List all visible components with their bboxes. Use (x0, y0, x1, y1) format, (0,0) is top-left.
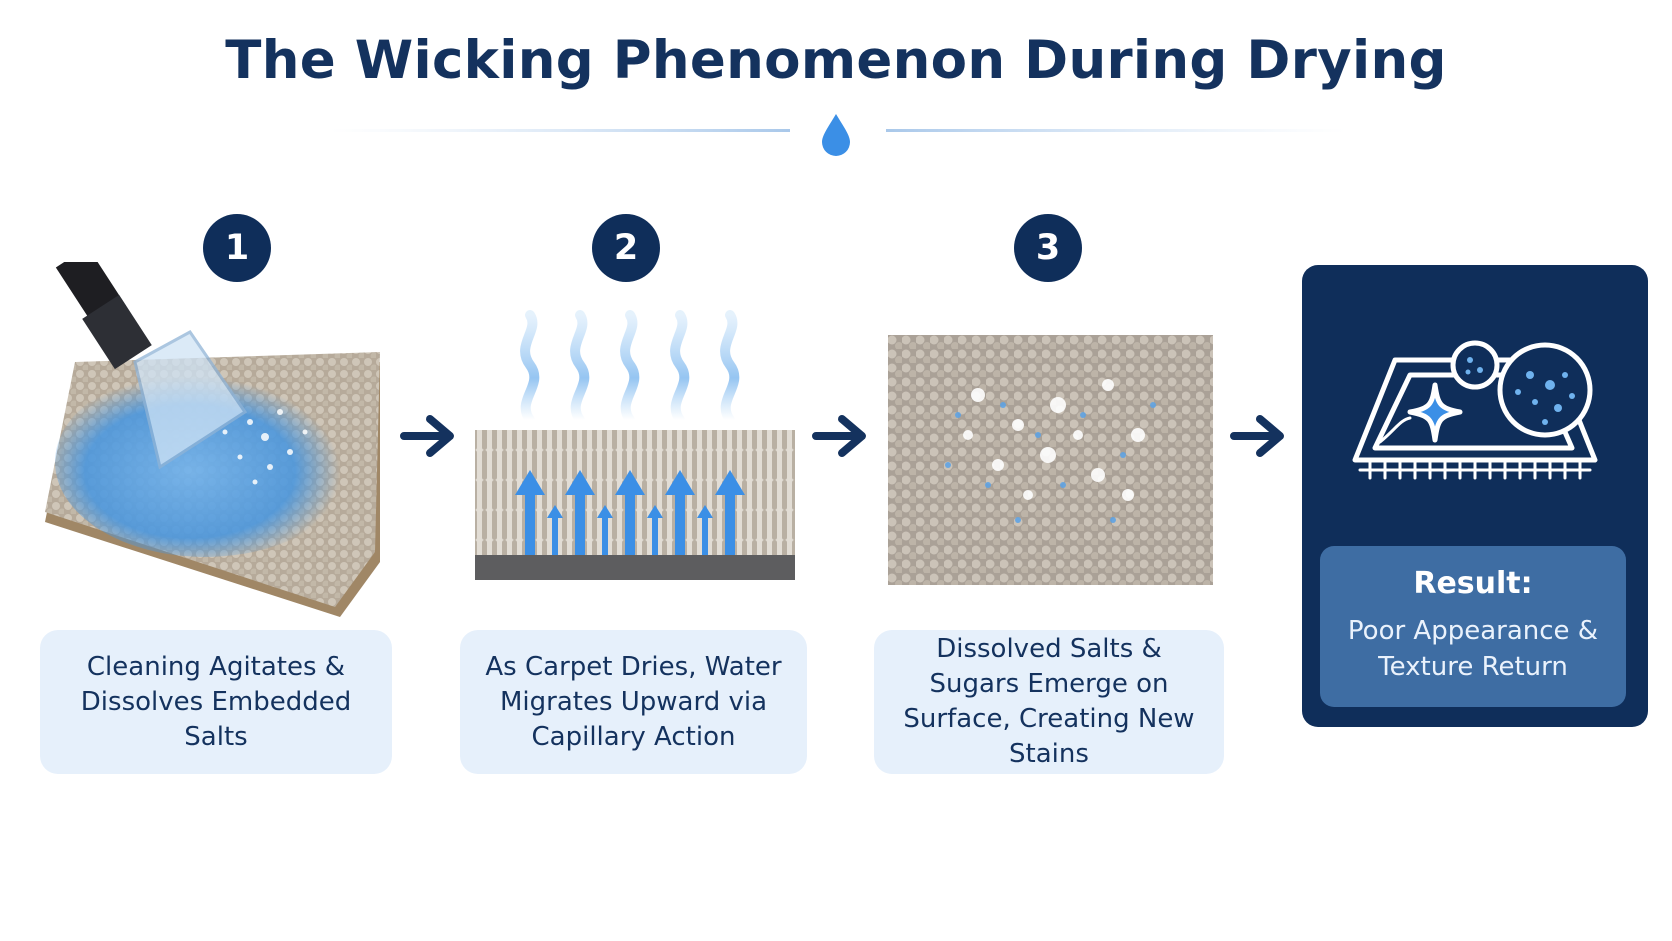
carpet-surface-residue-icon (888, 335, 1213, 585)
title-divider (330, 114, 1346, 156)
result-label: Result: (1413, 566, 1533, 601)
step-2-number: 2 (592, 214, 660, 282)
step-3-caption: Dissolved Salts & Sugars Emerge on Surfa… (874, 630, 1224, 774)
page-title: The Wicking Phenomenon During Drying (225, 30, 1447, 91)
arrow-right-icon (812, 415, 866, 457)
rug-sparkle-magnifier-icon (1352, 340, 1598, 480)
step-1-number: 1 (203, 214, 271, 282)
carpet-cross-section-wicking-icon (475, 310, 795, 580)
result-box: Result: Poor Appearance & Texture Return (1320, 546, 1626, 707)
carpet-extractor-wand-icon (45, 262, 380, 617)
step-1-caption: Cleaning Agitates & Dissolves Embedded S… (40, 630, 392, 774)
step-2-caption: As Carpet Dries, Water Migrates Upward v… (460, 630, 807, 774)
arrow-right-icon (1230, 415, 1284, 457)
result-text: Poor Appearance & Texture Return (1347, 616, 1599, 682)
step-3-number: 3 (1014, 214, 1082, 282)
water-drop-icon (822, 114, 850, 156)
arrow-right-icon (400, 415, 454, 457)
